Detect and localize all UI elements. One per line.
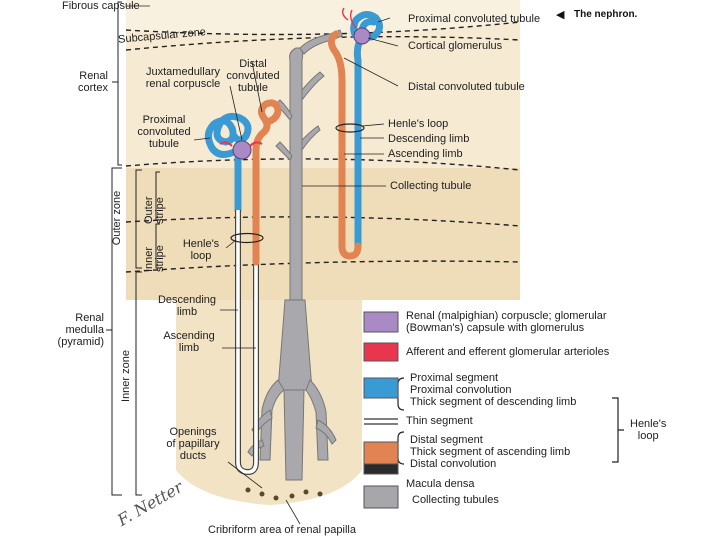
inner-zone-label: Inner zone bbox=[119, 350, 132, 402]
swatch-arteriole bbox=[363, 342, 399, 362]
outer-zone-label: Outer zone bbox=[111, 190, 124, 246]
proximal-convoluted-right-label: Proximal convoluted tubule bbox=[408, 13, 541, 25]
outer-zone-bracket bbox=[135, 169, 142, 269]
swatch-distal bbox=[363, 441, 399, 465]
inner-zone-bracket bbox=[135, 271, 142, 496]
legend-thin-text: Thin segment bbox=[406, 415, 473, 427]
swatch-macula bbox=[363, 463, 399, 475]
henles-loop-right-label: Henle's loop bbox=[388, 118, 449, 130]
papillary-openings bbox=[245, 487, 323, 501]
fibrous-capsule-label: Fibrous capsule bbox=[62, 0, 140, 12]
legend-panel bbox=[362, 300, 720, 540]
legend-henle-bracket bbox=[612, 397, 624, 463]
fibrous-capsule-band bbox=[126, 0, 520, 34]
legend-macula-text: Macula densa bbox=[406, 478, 475, 490]
legend-arteriole-text: Afferent and efferent glomerular arterio… bbox=[406, 346, 610, 358]
ascending-limb-right-label: Ascending limb bbox=[388, 148, 463, 160]
figure-title: The nephron. bbox=[574, 9, 638, 20]
capsule-boundary bbox=[125, 21, 521, 36]
cribriform-label: Cribriform area of renal papilla bbox=[208, 524, 356, 536]
cortical-glomerulus-label: Cortical glomerulus bbox=[408, 40, 503, 52]
cortex-bracket bbox=[117, 1, 122, 166]
descending-limb-right-label: Descending limb bbox=[388, 133, 470, 145]
leader-lines bbox=[126, 5, 399, 525]
collecting-duct bbox=[247, 29, 343, 481]
cortex-region bbox=[126, 22, 520, 168]
swatch-thin bbox=[364, 418, 398, 425]
legend-collecting-text: Collecting tubules bbox=[412, 494, 499, 506]
collecting-tubule-label: Collecting tubule bbox=[390, 180, 472, 192]
medulla-bracket bbox=[111, 167, 122, 496]
swatch-corpuscle bbox=[363, 311, 399, 333]
cortical-nephron bbox=[327, 7, 383, 260]
distal-convoluted-right-label: Distal convoluted tubule bbox=[408, 81, 525, 93]
swatch-proximal bbox=[363, 377, 399, 399]
title-arrow-icon: ◀ bbox=[556, 9, 565, 21]
legend-corpuscle-text: Renal (malpighian) corpuscle; glomerular… bbox=[406, 310, 607, 334]
swatch-collecting bbox=[363, 485, 399, 509]
